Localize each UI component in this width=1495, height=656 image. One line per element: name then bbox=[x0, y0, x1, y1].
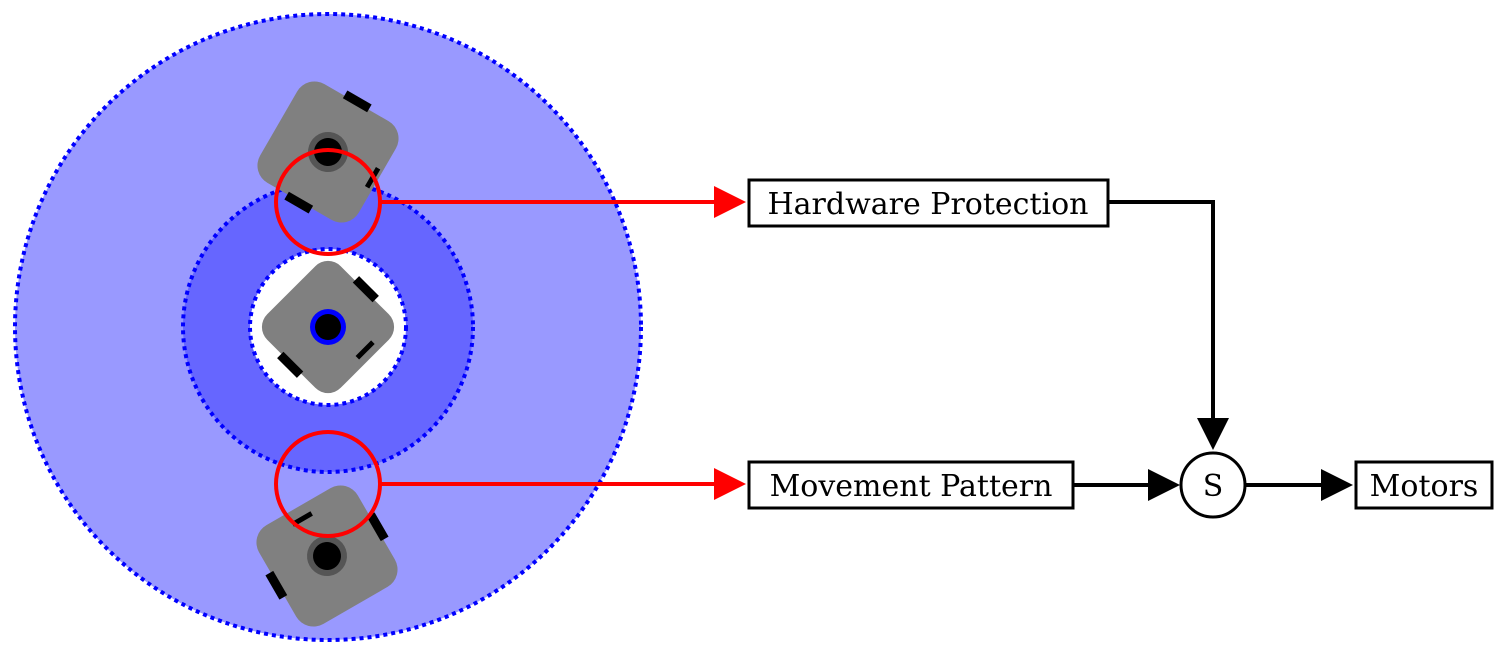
motors-block: Motors bbox=[1354, 460, 1494, 510]
hardware-protection-label: Hardware Protection bbox=[767, 187, 1088, 222]
robot-sensor bbox=[355, 340, 375, 360]
robot-wheel bbox=[265, 570, 288, 600]
hardware-to-sum-line bbox=[1108, 200, 1215, 420]
robot-camera bbox=[313, 542, 341, 570]
center-robot bbox=[261, 260, 395, 394]
arrowhead-icon bbox=[1197, 418, 1229, 450]
arrowhead-icon bbox=[714, 468, 746, 500]
summation-node: S bbox=[1179, 451, 1247, 519]
robot-wheel bbox=[342, 90, 372, 113]
highlight-bottom bbox=[274, 430, 746, 538]
arrowhead-icon bbox=[714, 186, 746, 218]
robot-camera bbox=[315, 314, 341, 340]
highlight-top bbox=[274, 148, 746, 256]
robot-wheel bbox=[366, 512, 389, 542]
robot-wheel bbox=[352, 276, 379, 303]
motors-label: Motors bbox=[1370, 469, 1479, 504]
robot-sensor bbox=[291, 511, 313, 527]
robot-wheel bbox=[277, 351, 304, 378]
robot-wheel bbox=[284, 191, 314, 214]
movement-pattern-label: Movement Pattern bbox=[770, 469, 1053, 504]
arrowhead-icon bbox=[1321, 469, 1353, 501]
summation-label: S bbox=[1203, 469, 1224, 504]
arrowhead-icon bbox=[1148, 469, 1180, 501]
movement-pattern-block: Movement Pattern bbox=[747, 460, 1075, 510]
hardware-protection-block: Hardware Protection bbox=[747, 178, 1110, 228]
